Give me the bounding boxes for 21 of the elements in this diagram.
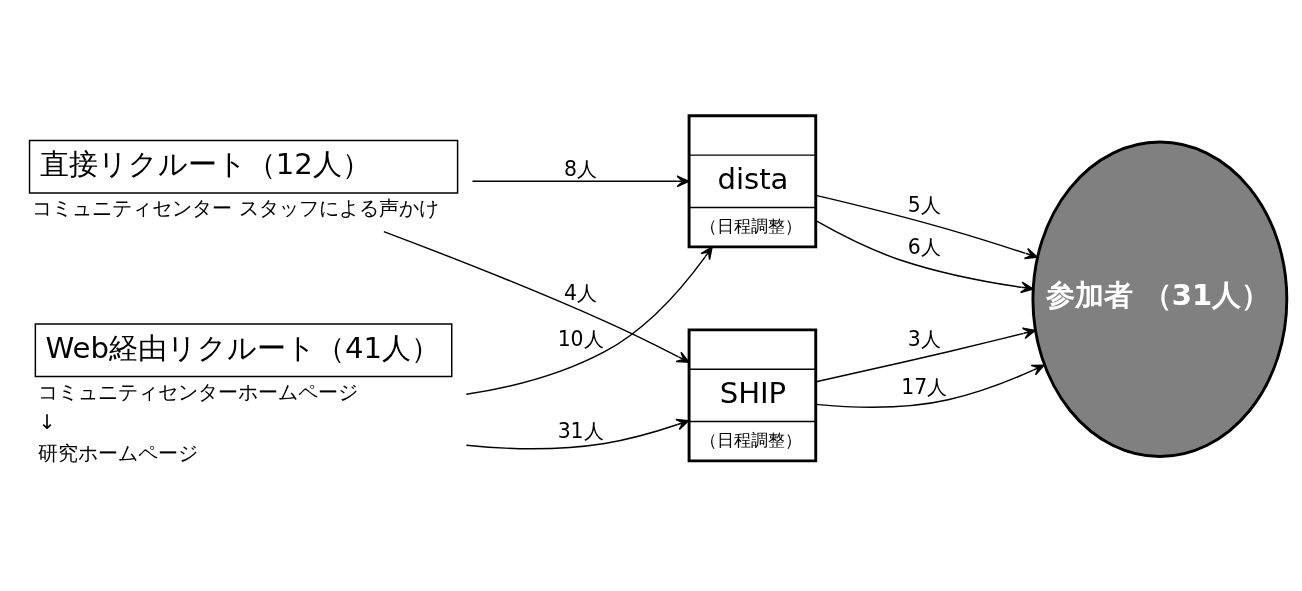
node-label: コミュニティセンター スタッフによる声かけ [32, 195, 439, 220]
node-label: ↓ [38, 409, 56, 434]
arrow [815, 327, 1036, 382]
node-label: コミュニティセンターホームページ [38, 379, 359, 404]
arrow [815, 219, 1034, 293]
edge-label: 8人 [564, 156, 598, 181]
arrow [471, 174, 690, 187]
edge-label: 5人 [907, 192, 941, 217]
node-label: 研究ホームページ [38, 440, 199, 465]
arrow [383, 230, 690, 363]
arrow [465, 245, 713, 395]
node-box: Web経由リクルート（41人） [34, 322, 453, 377]
edge-label: 3人 [907, 326, 941, 351]
node-box: 直接リクルート（12人） [28, 139, 459, 194]
edge-label: 17人 [901, 374, 948, 399]
arrow [465, 418, 690, 449]
edge-label: 4人 [564, 280, 598, 305]
edge-label: 6人 [907, 234, 941, 259]
arrow [815, 194, 1038, 259]
edge-label: 10人 [557, 326, 604, 351]
edge-label: 31人 [557, 418, 604, 443]
